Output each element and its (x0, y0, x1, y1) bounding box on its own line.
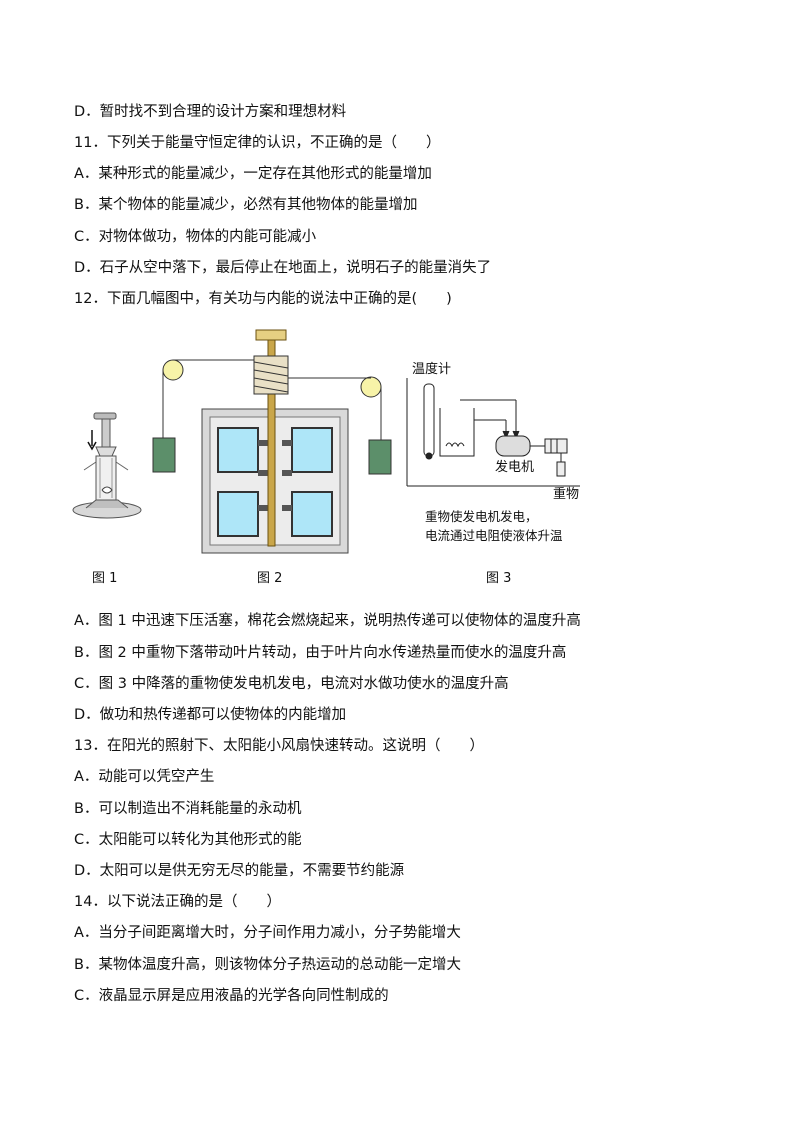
q11-option-b: B．某个物体的能量减少，必然有其他物体的能量增加 (74, 197, 418, 213)
option-d-q10: D．暂时找不到合理的设计方案和理想材料 (74, 104, 347, 120)
figure-2-caption: 图 2 (257, 571, 283, 586)
q13-option-c: C．太阳能可以转化为其他形式的能 (74, 832, 302, 848)
q13-option-d: D．太阳可以是供无穷无尽的能量，不需要节约能源 (74, 863, 405, 879)
question-12-stem: 12．下面几幅图中，有关功与内能的说法中正确的是( ) (74, 291, 452, 307)
thermometer-label: 温度计 (412, 362, 452, 377)
question-11-stem: 11．下列关于能量守恒定律的认识，不正确的是（ ） (74, 135, 441, 151)
generator-label: 发电机 (495, 460, 535, 475)
weight-label: 重物 (553, 487, 580, 502)
q14-option-b: B．某物体温度升高，则该物体分子热运动的总动能一定增大 (74, 957, 461, 973)
joule-apparatus-figure (152, 329, 392, 554)
figure-1-caption: 图 1 (92, 571, 118, 586)
question-13-stem: 13．在阳光的照射下、太阳能小风扇快速转动。这说明（ ） (74, 738, 484, 754)
fig3-description-line2: 电流通过电阻使液体升温 (425, 528, 563, 543)
question-14-stem: 14．以下说法正确的是（ ） (74, 894, 281, 910)
generator-figure (406, 378, 580, 487)
q12-option-c: C．图 3 中降落的重物使发电机发电，电流对水做功使水的温度升高 (74, 676, 509, 692)
q12-option-d: D．做功和热传递都可以使物体的内能增加 (74, 707, 347, 723)
q11-option-c: C．对物体做功，物体的内能可能减小 (74, 229, 317, 245)
q12-option-b: B．图 2 中重物下落带动叶片转动，由于叶片向水传递热量而使水的温度升高 (74, 645, 567, 661)
q14-option-a: A．当分子间距离增大时，分子间作用力减小，分子势能增大 (74, 925, 461, 941)
q11-option-a: A．某种形式的能量减少，一定存在其他形式的能量增加 (74, 166, 432, 182)
q12-option-a: A．图 1 中迅速下压活塞，棉花会燃烧起来，说明热传递可以使物体的温度升高 (74, 613, 581, 629)
q13-option-b: B．可以制造出不消耗能量的永动机 (74, 801, 302, 817)
q13-option-a: A．动能可以凭空产生 (74, 769, 215, 785)
q11-option-d: D．石子从空中落下，最后停止在地面上，说明石子的能量消失了 (74, 260, 492, 276)
figure-3-caption: 图 3 (486, 571, 512, 586)
fire-syringe-figure (72, 412, 142, 519)
q14-option-c: C．液晶显示屏是应用液晶的光学各向同性制成的 (74, 988, 389, 1004)
fig3-description-line1: 重物使发电机发电， (425, 509, 538, 524)
